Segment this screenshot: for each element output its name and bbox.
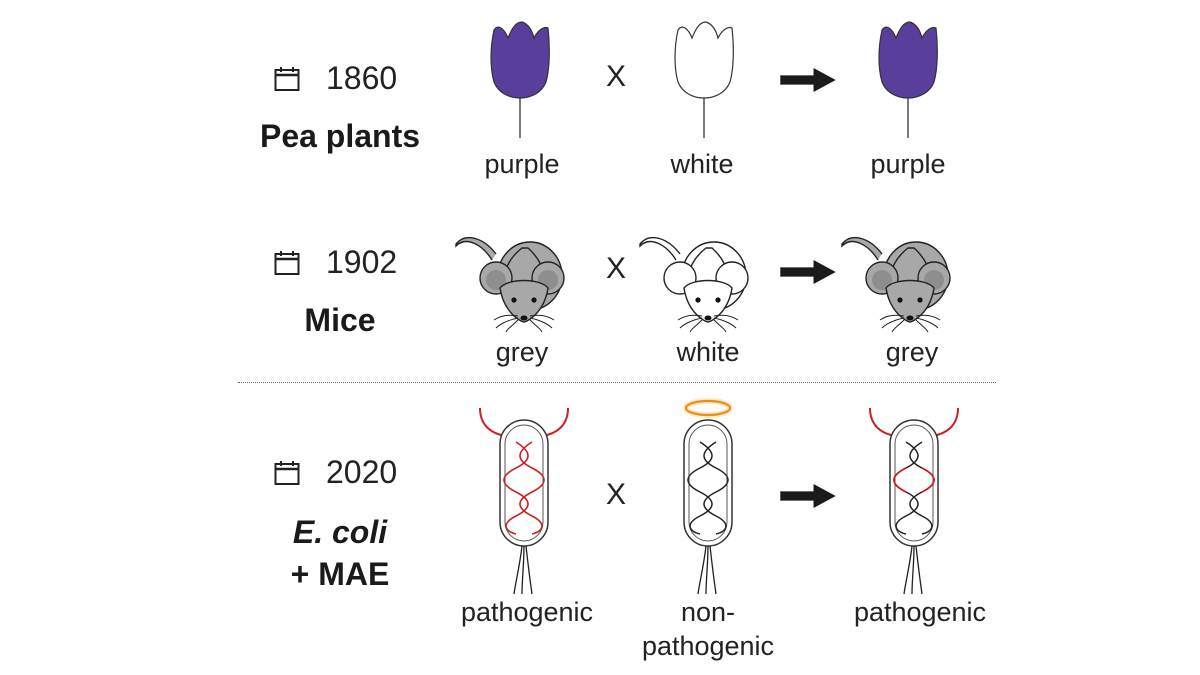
year-2020: 2020	[326, 454, 398, 490]
grey-mouse-icon	[455, 236, 565, 333]
cross-symbol: X	[606, 60, 627, 93]
pathogenic-bacterium-icon	[479, 407, 569, 595]
white-flower-icon	[672, 20, 736, 140]
section-divider	[238, 382, 996, 383]
calendar-icon	[274, 460, 300, 486]
cross-symbol: X	[606, 478, 627, 511]
year-1902: 1902	[326, 244, 398, 280]
pathogenic-bacterium-icon	[869, 407, 959, 595]
parent1-label: pathogenic	[460, 597, 594, 627]
organism-e-coli: E. coli	[292, 514, 388, 550]
non-pathogenic-bacterium-icon	[683, 398, 733, 595]
cross-symbol: X	[606, 252, 627, 285]
parent2-label-line1: non-	[680, 597, 736, 627]
parent1-label: grey	[495, 337, 549, 367]
right-arrow-icon	[780, 68, 836, 92]
year-1860: 1860	[326, 60, 398, 96]
parent1-label: purple	[484, 149, 560, 179]
offspring-label: grey	[885, 337, 939, 367]
offspring-label: pathogenic	[853, 597, 987, 627]
parent2-label: white	[670, 149, 734, 179]
right-arrow-icon	[780, 484, 836, 508]
purple-flower-icon	[876, 20, 940, 140]
right-arrow-icon	[780, 260, 836, 284]
organism-mae: + MAE	[290, 556, 390, 592]
white-mouse-icon	[639, 236, 749, 333]
calendar-icon	[274, 250, 300, 276]
organism-pea-plants: Pea plants	[259, 118, 421, 154]
calendar-icon	[274, 66, 300, 92]
purple-flower-icon	[488, 20, 552, 140]
parent2-label-line2: pathogenic	[641, 631, 775, 661]
parent2-label: white	[676, 337, 740, 367]
organism-mice: Mice	[304, 302, 376, 338]
grey-mouse-icon	[841, 236, 951, 333]
offspring-label: purple	[870, 149, 946, 179]
